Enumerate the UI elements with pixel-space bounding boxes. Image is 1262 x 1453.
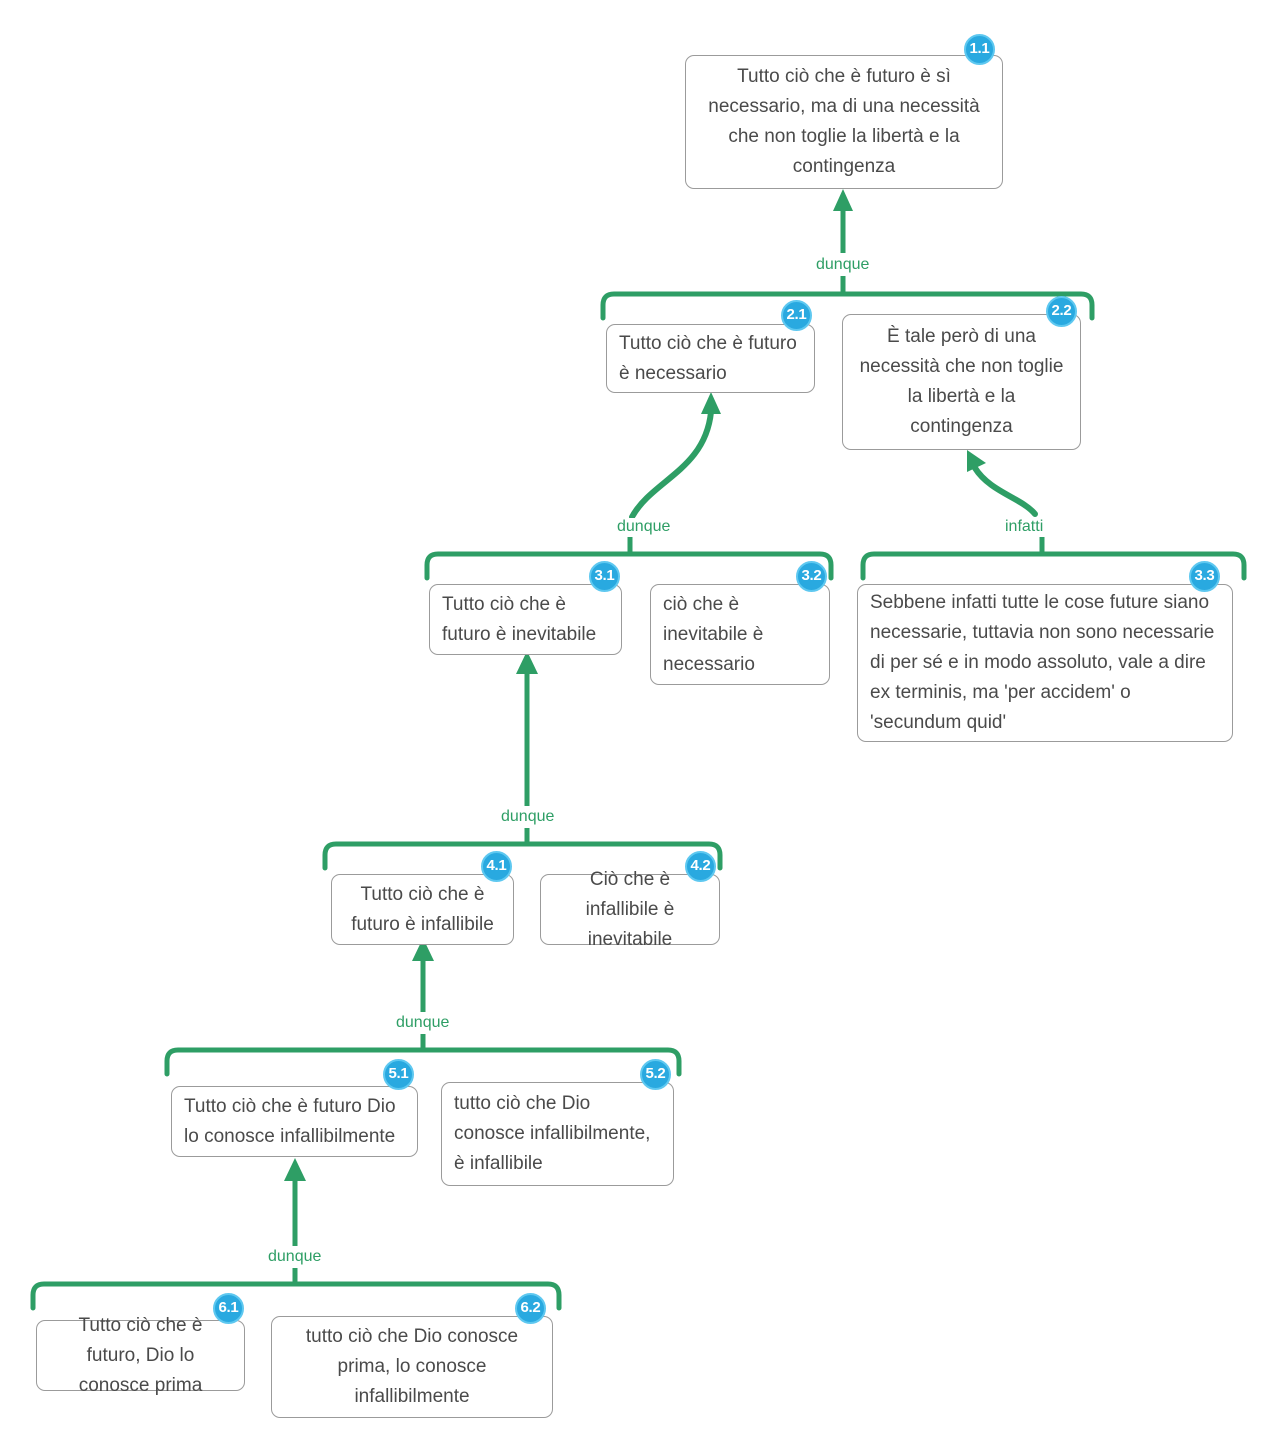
node-badge-2-1[interactable]: 2.1 xyxy=(781,300,812,331)
node-5-1-text: Tutto ciò che è futuro Dio lo conosce in… xyxy=(184,1095,396,1147)
inference-label-3-to-2-1: dunque xyxy=(614,518,674,536)
node-badge-3-2[interactable]: 3.2 xyxy=(796,561,827,592)
node-4-1-text: Tutto ciò che è futuro è infallibile xyxy=(351,883,494,935)
node-3-3[interactable]: Sebbene infatti tutte le cose future sia… xyxy=(857,584,1233,742)
inference-label-4-to-3-1: dunque xyxy=(498,808,558,826)
node-6-2-text: tutto ciò che Dio conosce prima, lo cono… xyxy=(305,1326,519,1407)
bracket-level-6 xyxy=(30,1281,562,1311)
bracket-level-3-right xyxy=(860,551,1247,581)
inference-label-5-to-4-1: dunque xyxy=(393,1014,453,1032)
node-badge-5-2[interactable]: 5.2 xyxy=(640,1059,671,1090)
node-5-2[interactable]: tutto ciò che Dio conosce infallibilment… xyxy=(441,1082,674,1186)
node-badge-2-2[interactable]: 2.2 xyxy=(1046,296,1077,327)
node-badge-1-1[interactable]: 1.1 xyxy=(964,34,995,65)
node-2-2[interactable]: È tale però di una necessità che non tog… xyxy=(842,314,1081,450)
node-5-2-text: tutto ciò che Dio conosce infallibilment… xyxy=(454,1093,651,1174)
node-2-1-text: Tutto ciò che è futuro è necessario xyxy=(619,332,797,384)
node-6-2[interactable]: tutto ciò che Dio conosce prima, lo cono… xyxy=(271,1316,553,1418)
node-3-1[interactable]: Tutto ciò che è futuro è inevitabile xyxy=(429,584,622,655)
node-3-2[interactable]: ciò che è inevitabile è necessario xyxy=(650,584,830,685)
node-badge-3-3[interactable]: 3.3 xyxy=(1189,561,1220,592)
node-2-2-text: È tale però di una necessità che non tog… xyxy=(859,326,1064,437)
inference-label-3-3-to-2-2: infatti xyxy=(1002,518,1047,536)
node-4-2[interactable]: Ciò che è infallibile è inevitabile xyxy=(540,869,720,950)
bracket-level-3-left xyxy=(424,551,834,581)
inference-label-2-to-1: dunque xyxy=(813,256,873,274)
node-3-1-text: Tutto ciò che è futuro è inevitabile xyxy=(442,593,597,645)
node-1-1[interactable]: Tutto ciò che è futuro è sì necessario, … xyxy=(685,55,1003,189)
node-2-1[interactable]: Tutto ciò che è futuro è necessario xyxy=(606,324,815,393)
bracket-level-5 xyxy=(164,1047,682,1077)
arrow-3-to-2-1 xyxy=(629,409,714,520)
inference-label-6-to-5-1: dunque xyxy=(265,1248,325,1266)
node-badge-4-2[interactable]: 4.2 xyxy=(685,851,716,882)
node-badge-6-1[interactable]: 6.1 xyxy=(213,1293,244,1324)
node-6-1-text: Tutto ciò che è futuro, Dio lo conosce p… xyxy=(78,1314,203,1396)
node-badge-3-1[interactable]: 3.1 xyxy=(589,561,620,592)
arrowhead-3-3-to-2-2 xyxy=(967,450,986,472)
arrowhead-2-to-1-1 xyxy=(833,189,853,211)
node-4-1[interactable]: Tutto ciò che è futuro è infallibile xyxy=(331,874,514,945)
node-3-2-text: ciò che è inevitabile è necessario xyxy=(663,593,764,675)
node-badge-6-2[interactable]: 6.2 xyxy=(515,1293,546,1324)
node-4-2-text: Ciò che è infallibile è inevitabile xyxy=(585,868,675,950)
arrowhead-3-to-2-1 xyxy=(701,392,721,414)
arrowhead-6-to-5-1 xyxy=(284,1158,306,1181)
node-3-3-text: Sebbene infatti tutte le cose future sia… xyxy=(870,592,1215,733)
node-badge-5-1[interactable]: 5.1 xyxy=(383,1059,414,1090)
node-badge-4-1[interactable]: 4.1 xyxy=(481,851,512,882)
node-6-1[interactable]: Tutto ciò che è futuro, Dio lo conosce p… xyxy=(36,1315,245,1396)
node-5-1[interactable]: Tutto ciò che è futuro Dio lo conosce in… xyxy=(171,1086,418,1157)
node-1-1-text: Tutto ciò che è futuro è sì necessario, … xyxy=(708,66,980,177)
arrow-3-3-to-2-2 xyxy=(972,465,1038,517)
